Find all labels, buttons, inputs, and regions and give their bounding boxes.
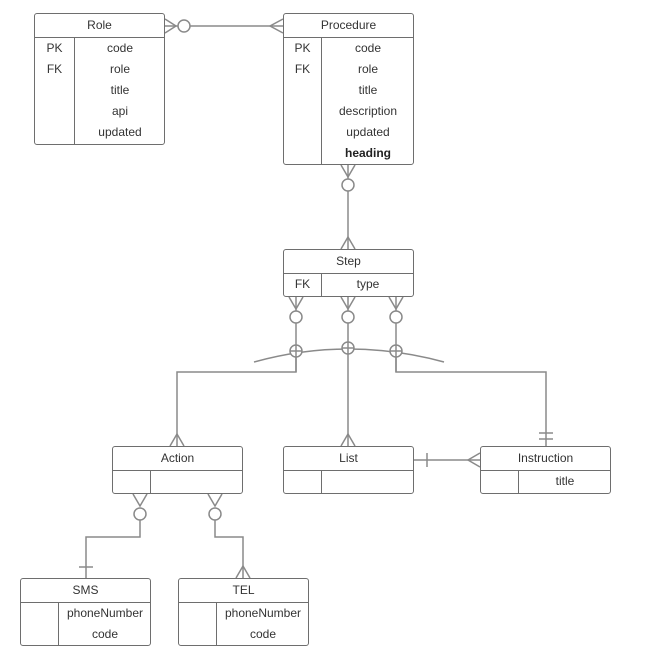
attribute-row: code xyxy=(179,624,308,645)
field-label: description xyxy=(338,104,398,118)
attribute-row: FK type xyxy=(284,274,413,295)
field-label: type xyxy=(356,277,380,291)
attribute-row: FK role xyxy=(284,59,413,80)
attribute-row: PK code xyxy=(284,38,413,59)
attribute-row xyxy=(113,471,242,492)
attribute-row: updated xyxy=(35,122,164,143)
entity-list[interactable]: List xyxy=(283,446,414,494)
field-label: role xyxy=(357,62,378,76)
entity-action[interactable]: Action xyxy=(112,446,243,494)
key-label: PK xyxy=(46,41,63,55)
field-label: code xyxy=(354,41,382,55)
field-label: title xyxy=(555,474,575,488)
key-column xyxy=(113,471,151,494)
attribute-row: api xyxy=(35,101,164,122)
attribute-row: heading xyxy=(284,143,413,164)
field-label: code xyxy=(249,627,277,641)
entity-tel[interactable]: TEL phoneNumber code xyxy=(178,578,309,646)
entity-title: Instruction xyxy=(481,447,610,471)
key-label: FK xyxy=(46,62,63,76)
key-column xyxy=(284,274,322,297)
crowfoot-role xyxy=(164,18,178,34)
field-label: code xyxy=(106,41,134,55)
entity-title: List xyxy=(284,447,413,471)
entity-title: Step xyxy=(284,250,413,274)
attribute-row: title xyxy=(481,471,610,492)
entity-sms[interactable]: SMS phoneNumber code xyxy=(20,578,151,646)
entity-title: Role xyxy=(35,14,164,38)
key-column xyxy=(481,471,519,494)
attribute-row: updated xyxy=(284,122,413,143)
entity-instruction[interactable]: Instruction title xyxy=(480,446,611,494)
field-label: phoneNumber xyxy=(66,606,144,620)
zero-marker-procedure xyxy=(341,178,355,192)
key-column xyxy=(284,38,322,165)
entity-title: TEL xyxy=(179,579,308,603)
rel-action-sms xyxy=(85,520,141,578)
attribute-row: PK code xyxy=(35,38,164,59)
field-label: heading xyxy=(344,146,391,160)
attribute-row: FK role xyxy=(35,59,164,80)
field-label: phoneNumber xyxy=(224,606,302,620)
field-label: updated xyxy=(346,125,390,139)
key-column xyxy=(35,38,75,145)
field-label: api xyxy=(111,104,128,118)
attribute-row: code xyxy=(21,624,150,645)
field-label: title xyxy=(358,83,378,97)
field-label: title xyxy=(110,83,130,97)
crowfoot-step-right xyxy=(388,296,404,311)
attribute-row: phoneNumber xyxy=(179,603,308,624)
crowfoot-step-top xyxy=(340,235,356,250)
rel-action-tel xyxy=(214,520,244,578)
attribute-row: phoneNumber xyxy=(21,603,150,624)
attribute-row: description xyxy=(284,101,413,122)
entity-step[interactable]: Step FK type xyxy=(283,249,414,297)
crowfoot-procedure-bottom xyxy=(340,164,356,179)
attribute-row: title xyxy=(284,80,413,101)
field-label: role xyxy=(109,62,130,76)
field-label: updated xyxy=(98,125,142,139)
key-label: PK xyxy=(294,41,311,55)
key-column xyxy=(179,603,217,646)
key-column xyxy=(21,603,59,646)
attribute-row xyxy=(284,471,413,492)
crowfoot-procedure xyxy=(268,18,284,34)
entity-title: Procedure xyxy=(284,14,413,38)
key-column xyxy=(284,471,322,494)
entity-title: SMS xyxy=(21,579,150,603)
entity-title: Action xyxy=(113,447,242,471)
crowfoot-step-left xyxy=(288,296,304,311)
key-label: FK xyxy=(294,277,311,291)
crowfoot-step-mid xyxy=(340,296,356,311)
rel-step-action xyxy=(176,357,297,446)
rel-step-instruction xyxy=(395,357,547,446)
subtype-arc xyxy=(253,348,445,363)
zero-marker-role xyxy=(177,19,191,33)
field-label: code xyxy=(91,627,119,641)
attribute-row: title xyxy=(35,80,164,101)
key-label: FK xyxy=(294,62,311,76)
